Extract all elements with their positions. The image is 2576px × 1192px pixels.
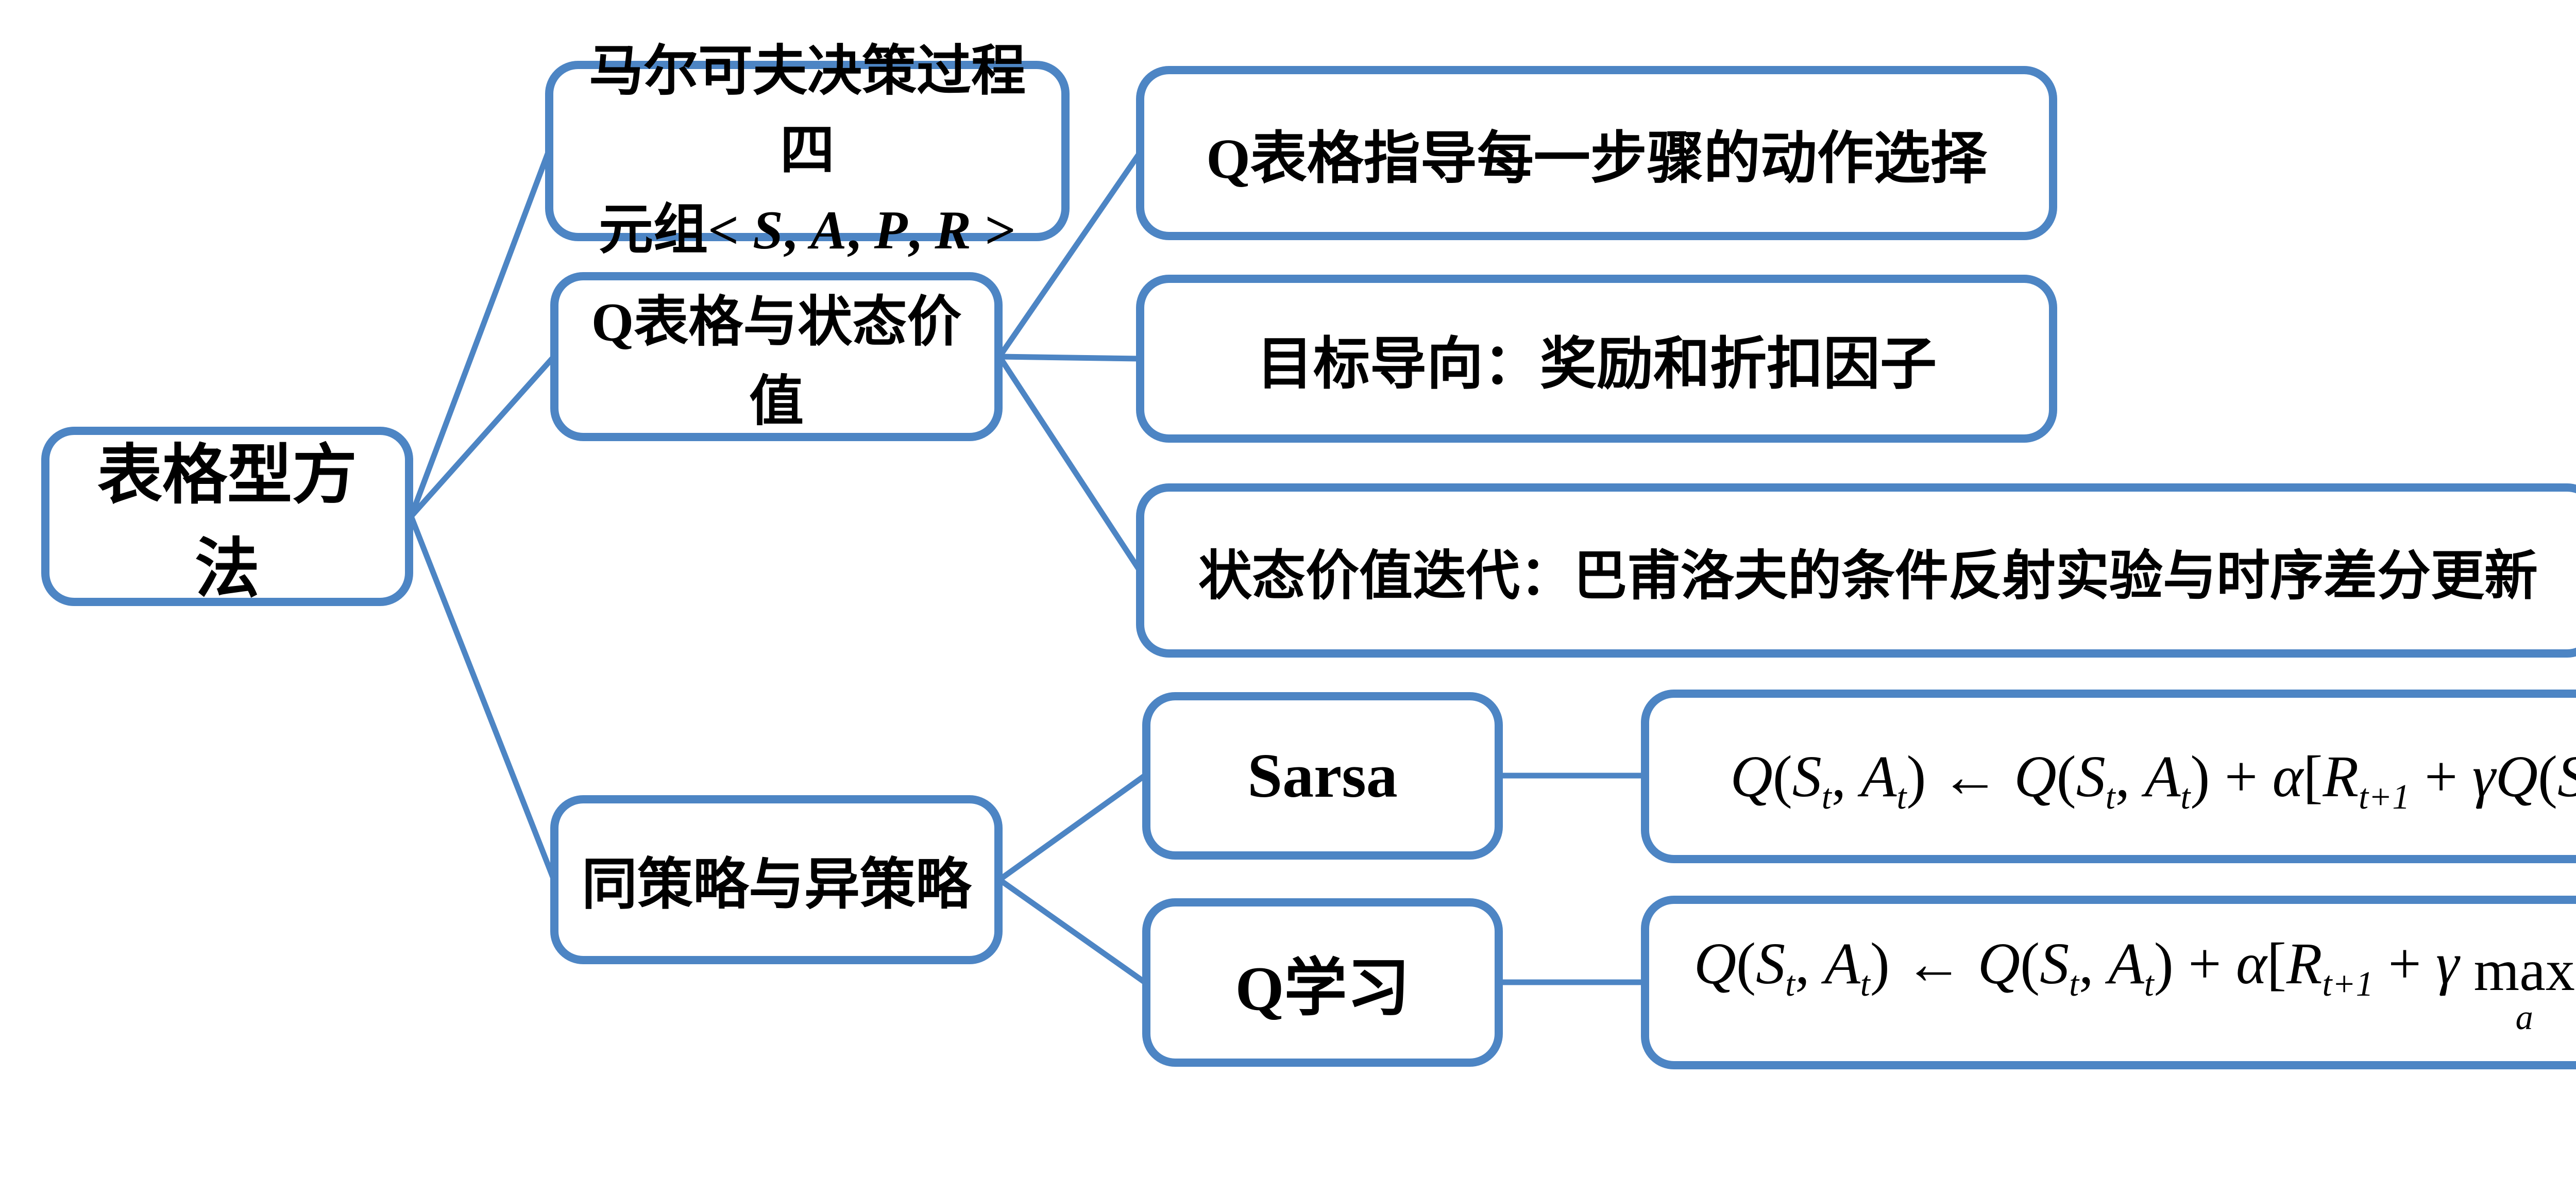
- connector-qtable-to-child3: [996, 354, 1143, 574]
- connector-qtable-to-child2: [996, 354, 1143, 362]
- q-learning-label: Q学习: [1235, 954, 1410, 1023]
- mdp-label-line1: 马尔可夫决策过程四: [589, 41, 1026, 181]
- node-qtable-state-value: Q表格与状态价值: [550, 272, 1003, 441]
- node-qtable-action-selection: Q表格指导每一步骤的动作选择: [1136, 66, 2057, 240]
- connector-policy-to-qlearning: [996, 877, 1148, 985]
- node-sarsa: Sarsa: [1142, 692, 1503, 860]
- qtable-child1-label: Q表格指导每一步骤的动作选择: [1206, 127, 1987, 190]
- node-q-learning: Q学习: [1142, 898, 1503, 1067]
- connector-policy-to-sarsa: [996, 773, 1148, 883]
- policy-label: 同策略与异策略: [581, 854, 971, 916]
- connector-root-to-policy: [408, 513, 557, 883]
- node-mdp-tuple: 马尔可夫决策过程四 元组< S, A, P, R >: [545, 41, 1070, 260]
- connector-qtable-to-child1: [996, 150, 1143, 360]
- sarsa-label: Sarsa: [1247, 741, 1398, 811]
- sarsa-formula: Q(St, At) ← Q(St, At) + α[Rt+1 + γQ(St+1…: [1730, 743, 2576, 816]
- qtable-label: Q表格与状态价值: [591, 292, 962, 432]
- node-state-value-iteration: 状态价值迭代：巴甫洛夫的条件反射实验与时序差分更新: [1136, 483, 2576, 658]
- node-sarsa-formula: Q(St, At) ← Q(St, At) + α[Rt+1 + γQ(St+1…: [1641, 690, 2576, 863]
- root-label: 表格型方法: [97, 440, 357, 606]
- qtable-child3-label: 状态价值迭代：巴甫洛夫的条件反射实验与时序差分更新: [1198, 546, 2538, 606]
- mdp-label: 马尔可夫决策过程四 元组< S, A, P, R >: [553, 32, 1061, 270]
- node-goal-oriented: 目标导向：奖励和折扣因子: [1136, 275, 2057, 443]
- qtable-child2-label: 目标导向：奖励和折扣因子: [1257, 333, 1937, 396]
- mdp-label-line2: 元组< S, A, P, R >: [599, 199, 1016, 260]
- node-root-tabular-methods: 表格型方法: [41, 427, 413, 606]
- node-on-off-policy: 同策略与异策略: [550, 795, 1003, 964]
- connector-root-to-qtable: [408, 354, 557, 519]
- connector-root-to-mdp: [408, 148, 552, 519]
